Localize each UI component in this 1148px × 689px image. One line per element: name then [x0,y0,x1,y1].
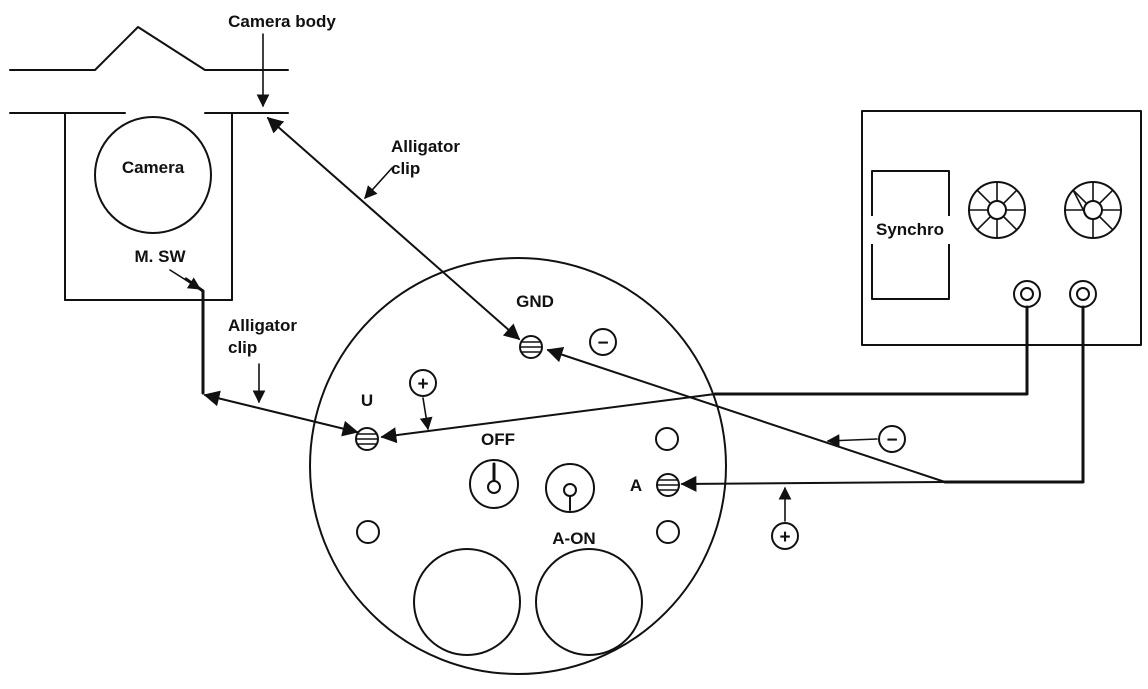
synchro-dial-left [968,181,1026,239]
u-terminal [355,427,379,451]
camera-label: Camera [122,158,185,177]
synchro-dial-right [1064,181,1122,239]
a-on-label: A-ON [552,529,595,548]
off-switch [469,459,519,509]
wire-camera-body-to-gnd [266,116,521,341]
control-panel [309,257,727,675]
camera-body [9,26,289,301]
gnd-terminal [519,335,543,359]
camera-lens [94,116,212,234]
wire-a-to-synchro [680,475,946,492]
bottom-knob-right [535,548,643,656]
wire-mswitch-to-u [184,277,205,395]
wire-synchro-right-jack [943,305,1085,484]
synchro-jack-left [1013,280,1041,308]
a-terminal [656,473,680,497]
off-label: OFF [481,430,515,449]
a-plus-sign: + [771,522,799,550]
m-sw-label: M. SW [135,247,187,266]
synchro-box [861,110,1142,346]
alligator-clip-bottom-label-line2: clip [228,338,257,357]
a-minus-pointer [826,434,878,447]
svg-text:−: − [886,430,897,451]
hole-lower-left [356,520,380,544]
a-label: A [630,476,642,495]
alligator-clip-top-label-line2: clip [391,159,420,178]
u-plus-pointer [419,397,433,431]
gnd-label: GND [516,292,554,311]
bottom-knob-left [413,548,521,656]
wire-u-to-synchro [380,393,716,444]
a-minus-sign: − [878,425,906,453]
svg-text:+: + [779,527,790,548]
wire-synchro-left-jack [713,305,1029,396]
synchro-label: Synchro [876,220,944,239]
a-on-switch [545,463,595,513]
alligator-clip-bottom-label-line1: Alligator [228,316,297,335]
hole-lower-right [656,520,680,544]
camera-body-label: Camera body [228,12,336,31]
svg-text:−: − [597,333,608,354]
mswitch-pointer [169,269,202,290]
u-label: U [361,391,373,410]
wire-gnd-to-synchro [546,346,946,483]
synchro-jack-right [1069,280,1097,308]
gnd-minus-sign: − [589,328,617,356]
wire-mswitch-to-u-clip [203,390,359,437]
svg-text:+: + [417,374,428,395]
hole-upper-right [655,427,679,451]
u-plus-sign: + [409,369,437,397]
alligator-clip-top-pointer [364,167,393,199]
alligator-clip-top-label-line1: Alligator [391,137,460,156]
